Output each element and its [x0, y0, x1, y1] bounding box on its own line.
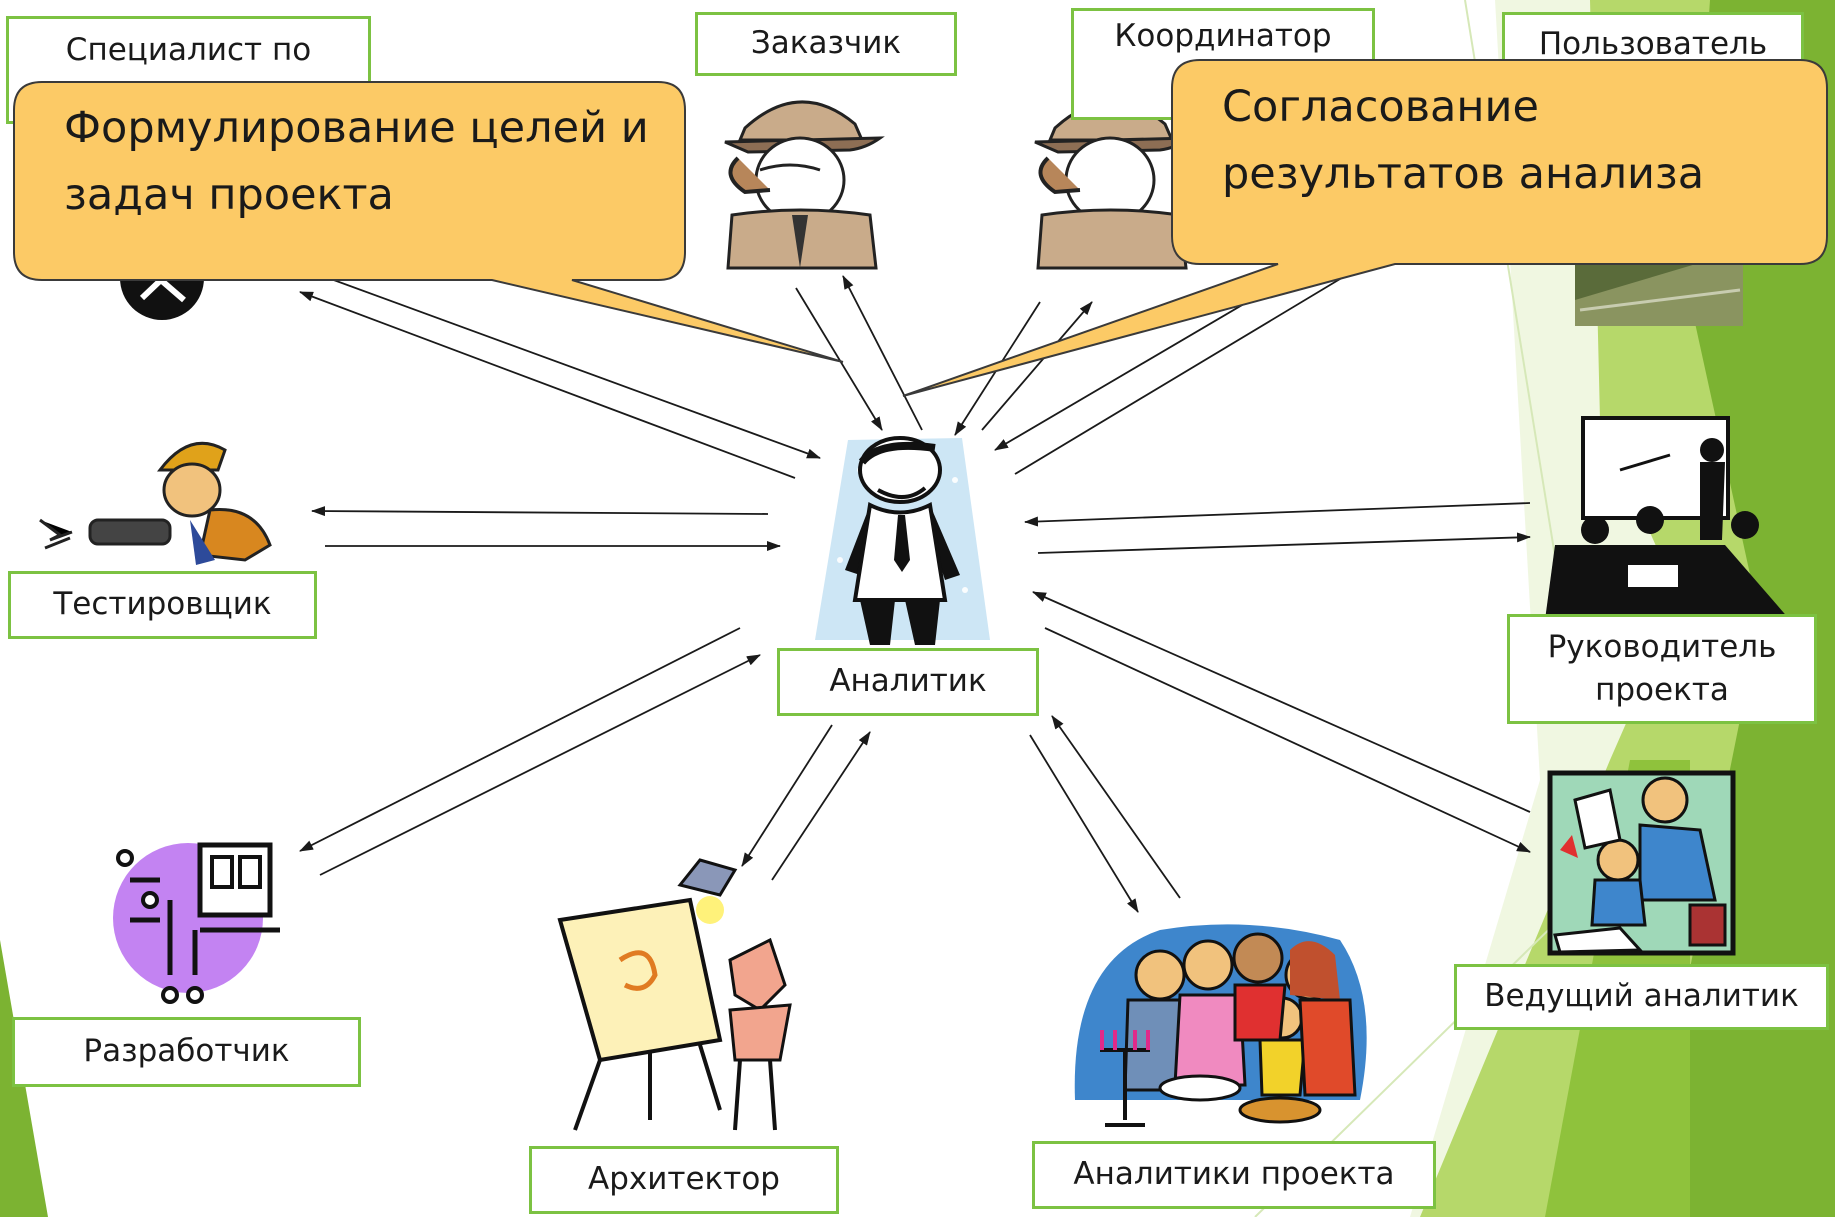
- family-group-icon: [1074, 924, 1367, 1127]
- artist-easel-icon: [557, 858, 792, 1131]
- callout-goals-text: Формулирование целей и задач проекта: [64, 103, 649, 220]
- role-analyst: Аналитик: [777, 648, 1039, 716]
- role-lead-analyst: Ведущий аналитик: [1454, 964, 1829, 1030]
- role-project-analysts: Аналитики проекта: [1032, 1141, 1436, 1209]
- role-customer: Заказчик: [695, 12, 957, 76]
- arrow-architect-to-analyst: [771, 731, 871, 881]
- arrow-customer-to-analyst: [795, 287, 883, 431]
- arrow-analyst-to-manager: [1037, 532, 1531, 554]
- arrow-developer-to-analyst: [319, 654, 761, 876]
- role-developer: Разработчик: [12, 1017, 361, 1087]
- arrow-analyst-to-lead: [1044, 627, 1531, 853]
- role-architect: Архитектор: [529, 1146, 839, 1214]
- arrow-analyst-to-customer: [842, 275, 923, 431]
- businessman-icon: [815, 436, 990, 645]
- study-icon: [1547, 770, 1736, 956]
- arrow-analyst-to-developer: [299, 627, 741, 852]
- arrow-project-analysts-to-analyst: [1051, 715, 1181, 899]
- role-tester: Тестировщик: [8, 571, 317, 639]
- arrow-analyst-to-tester: [311, 506, 769, 517]
- arrow-analyst-to-architect: [741, 724, 833, 867]
- arrow-specialist-to-analyst: [319, 274, 821, 459]
- arrow-analyst-to-coordinator: [981, 301, 1093, 431]
- drill-worker-icon: [39, 441, 272, 565]
- callout-goals-bubble: [13, 81, 844, 363]
- computer-network-icon: [113, 842, 280, 1004]
- arrow-analyst-to-specialist: [299, 291, 796, 479]
- arrow-manager-to-analyst: [1024, 502, 1531, 527]
- arrow-analyst-to-project-analysts: [1029, 734, 1139, 913]
- arrow-analyst-to-user: [1014, 257, 1376, 475]
- callout-agreement-text: Согласование результатов анализа: [1222, 82, 1705, 199]
- callout-agreement-bubble: [902, 59, 1828, 397]
- role-project-manager: Руководитель проекта: [1507, 614, 1817, 724]
- arrow-lead-to-analyst: [1032, 591, 1531, 813]
- green-stripe-dark: [1640, 0, 1835, 1217]
- pipe-man-icon: [724, 100, 885, 270]
- presentation-icon: [1545, 416, 1790, 620]
